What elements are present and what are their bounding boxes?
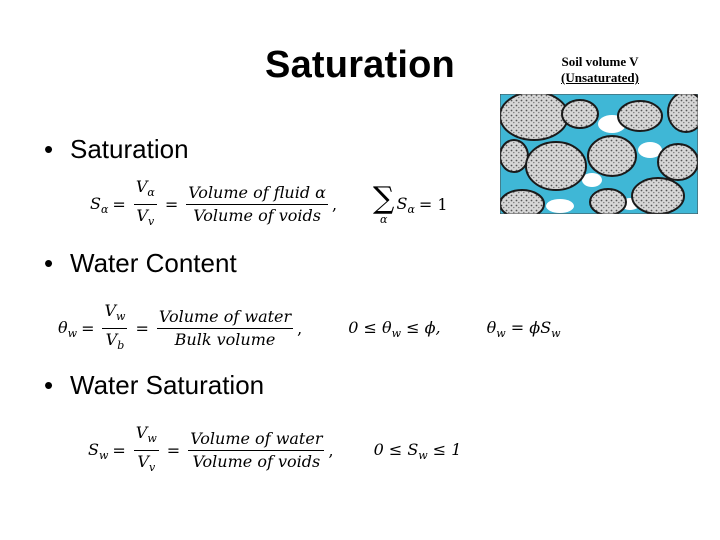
bullet-label: Water Saturation (70, 370, 265, 400)
eq2-frac-text: Volume of water Bulk volume (156, 307, 294, 350)
bullet-water-saturation: • Water Saturation (44, 370, 264, 401)
soil-grains (500, 94, 698, 214)
equation-water-content: θw = Vw Vb = Volume of water Bulk volume… (58, 302, 561, 355)
eq1-summation: ∑ α (373, 180, 395, 226)
bullet-marker: • (44, 370, 54, 400)
equation-saturation: Sα = Vα Vv = Volume of fluid α Volume of… (90, 178, 448, 231)
caption-line-2: (Unsaturated) (561, 70, 639, 85)
bullet-label: Saturation (70, 134, 189, 164)
eq2-frac-ratio: Vw Vb (102, 301, 128, 353)
eq1-sum-term: Sα (396, 193, 415, 216)
eq3-frac-text: Volume of water Volume of voids (188, 429, 325, 472)
eq2-relation: θw = ϕSw (486, 317, 561, 340)
bullet-marker: • (44, 248, 54, 278)
eq1-sum-rhs: = 1 (418, 195, 448, 215)
eq1-frac-text: Volume of fluid α Volume of voids (186, 183, 328, 226)
caption-line-1: Soil volume V (561, 54, 639, 69)
figure-caption: Soil volume V (Unsaturated) (500, 54, 700, 86)
bullet-saturation: • Saturation (44, 134, 189, 165)
bullet-marker: • (44, 134, 54, 164)
eq1-frac-ratio: Vα Vv (133, 177, 157, 229)
equation-water-saturation: Sw = Vw Vv = Volume of water Volume of v… (88, 424, 461, 477)
bullet-label: Water Content (70, 248, 237, 278)
slide-title: Saturation (265, 44, 455, 86)
eq2-condition: 0 ≤ θw ≤ ϕ, (348, 317, 441, 340)
eq1-lhs: Sα (90, 193, 109, 216)
eq3-condition: 0 ≤ Sw ≤ 1 (373, 439, 462, 462)
eq3-lhs: Sw (88, 439, 109, 462)
bullet-water-content: • Water Content (44, 248, 237, 279)
eq2-lhs: θw (58, 317, 78, 340)
soil-grains-figure (500, 94, 698, 214)
eq3-frac-ratio: Vw Vv (133, 423, 159, 475)
